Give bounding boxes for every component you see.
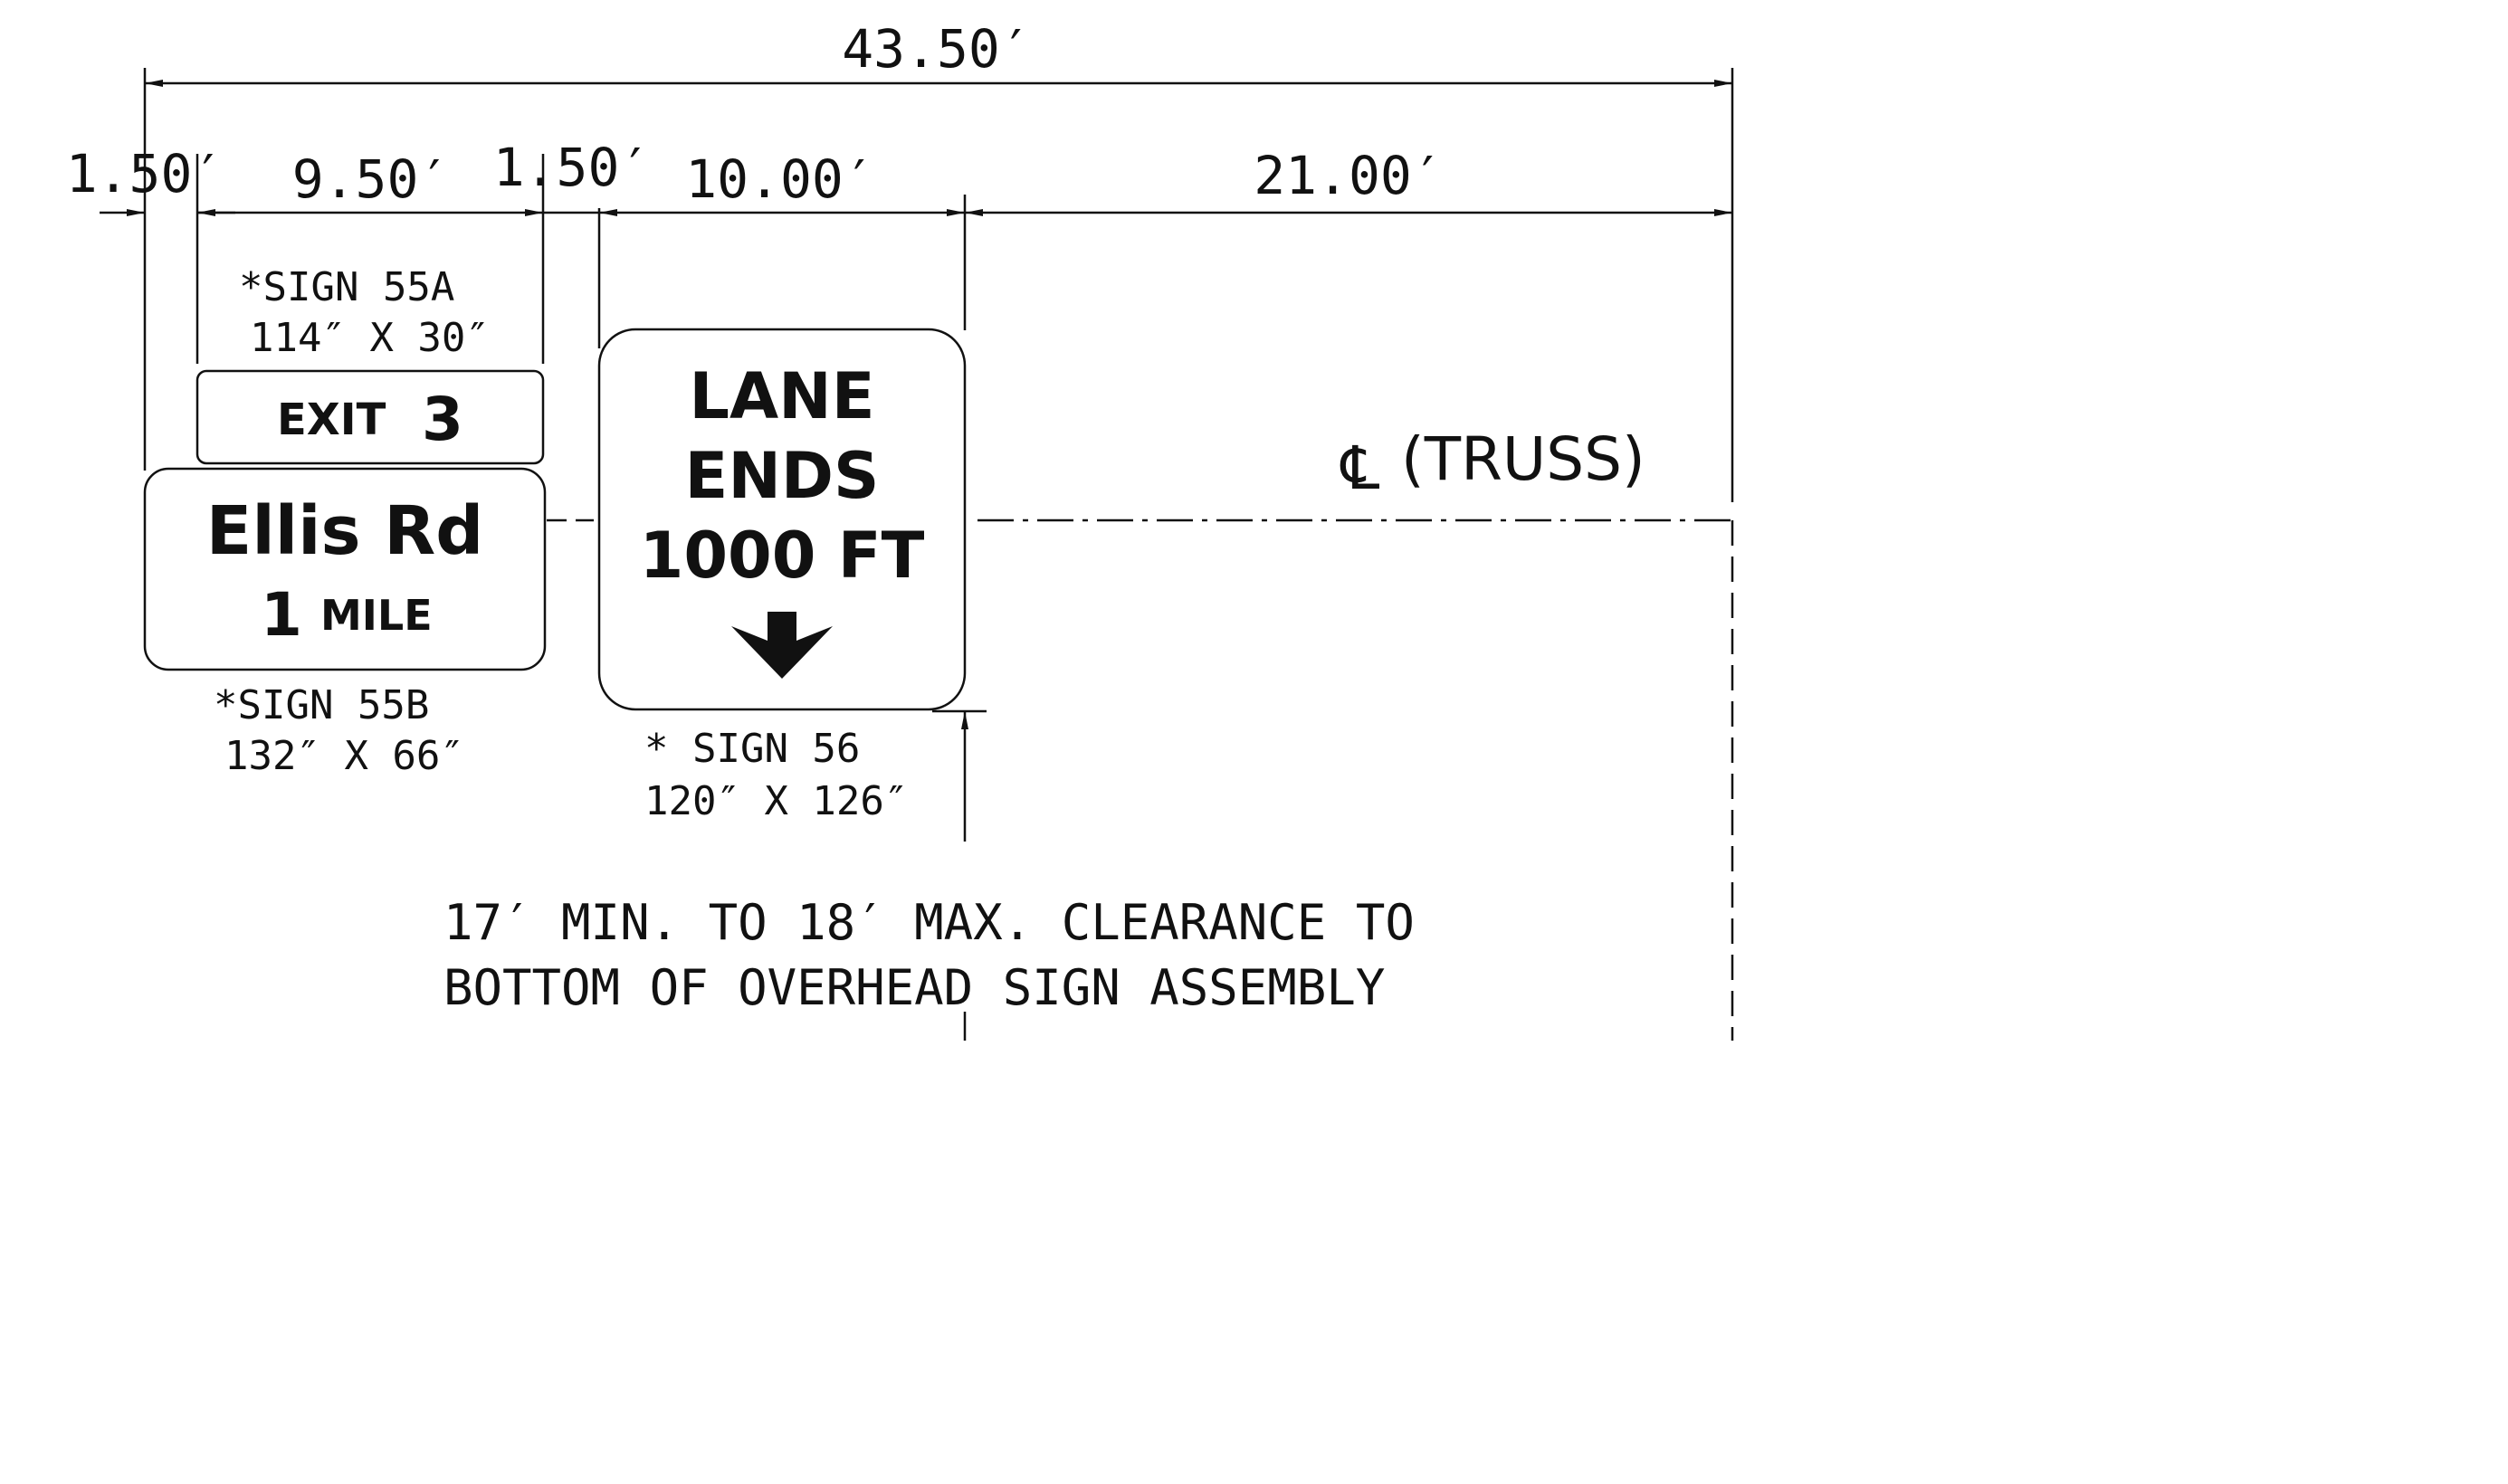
right-span-label: 21.00′ xyxy=(1254,145,1444,206)
overall-dimension-label: 43.50′ xyxy=(842,18,1032,80)
sign-55b-number: 1 xyxy=(261,580,302,650)
sign-55b-panel xyxy=(143,467,547,671)
overall-dimension: 43.50′ xyxy=(143,18,1734,502)
clearance-note: 17′ MIN. TO 18′ MAX. CLEARANCE TO BOTTOM… xyxy=(443,894,1415,1016)
truss-centerline: ℄ (TRUSS) xyxy=(547,424,1734,1041)
sign-55b: Ellis Rd 1 MILE *SIGN 55B 132″ X 66″ xyxy=(143,467,547,779)
sign-55a-exit-number: 3 xyxy=(422,385,463,454)
left-offset-label: 1.50′ xyxy=(66,143,224,205)
sign-55a-label-line2: 114″ X 30″ xyxy=(250,315,490,361)
down-arrow-icon xyxy=(731,612,833,679)
truss-label: (TRUSS) xyxy=(1401,424,1645,494)
sign-55b-line1: Ellis Rd xyxy=(206,492,483,570)
sign-56-panel xyxy=(597,328,967,711)
sign-55b-label-line1: *SIGN 55B xyxy=(214,682,429,728)
sign-55a-label-line1: *SIGN 55A xyxy=(239,264,454,310)
sign-56-line3: 1000 FT xyxy=(640,518,925,593)
sign-55a-exit-word: EXIT xyxy=(277,395,386,445)
sign-55b-label-line2: 132″ X 66″ xyxy=(224,733,464,779)
clearance-note-line2: BOTTOM OF OVERHEAD SIGN ASSEMBLY xyxy=(443,959,1385,1016)
sign-55a: *SIGN 55A 114″ X 30″ EXIT 3 xyxy=(195,264,545,465)
gap-label: 1.50′ xyxy=(493,137,652,198)
sign-55b-word: MILE xyxy=(320,591,433,640)
sign-56-line2: ENDS xyxy=(685,439,880,513)
clearance-leader xyxy=(932,709,987,1041)
sign-55a-width-label: 9.50′ xyxy=(292,148,451,210)
centerline-symbol: ℄ xyxy=(1340,433,1380,503)
sign-55a-panel xyxy=(195,369,545,465)
sign-56: LANE ENDS 1000 FT * SIGN 56 120″ X 126″ xyxy=(597,328,967,824)
sign-56-width-label: 10.00′ xyxy=(685,148,875,210)
clearance-note-line1: 17′ MIN. TO 18′ MAX. CLEARANCE TO xyxy=(443,894,1415,951)
sign-56-label-line1: * SIGN 56 xyxy=(644,726,860,772)
sign-56-line1: LANE xyxy=(689,359,874,433)
sign-56-label-line2: 120″ X 126″ xyxy=(644,778,908,824)
sub-dimensions: 1.50′ 9.50′ 1.50′ 10.00′ 21.00′ xyxy=(66,137,1732,364)
